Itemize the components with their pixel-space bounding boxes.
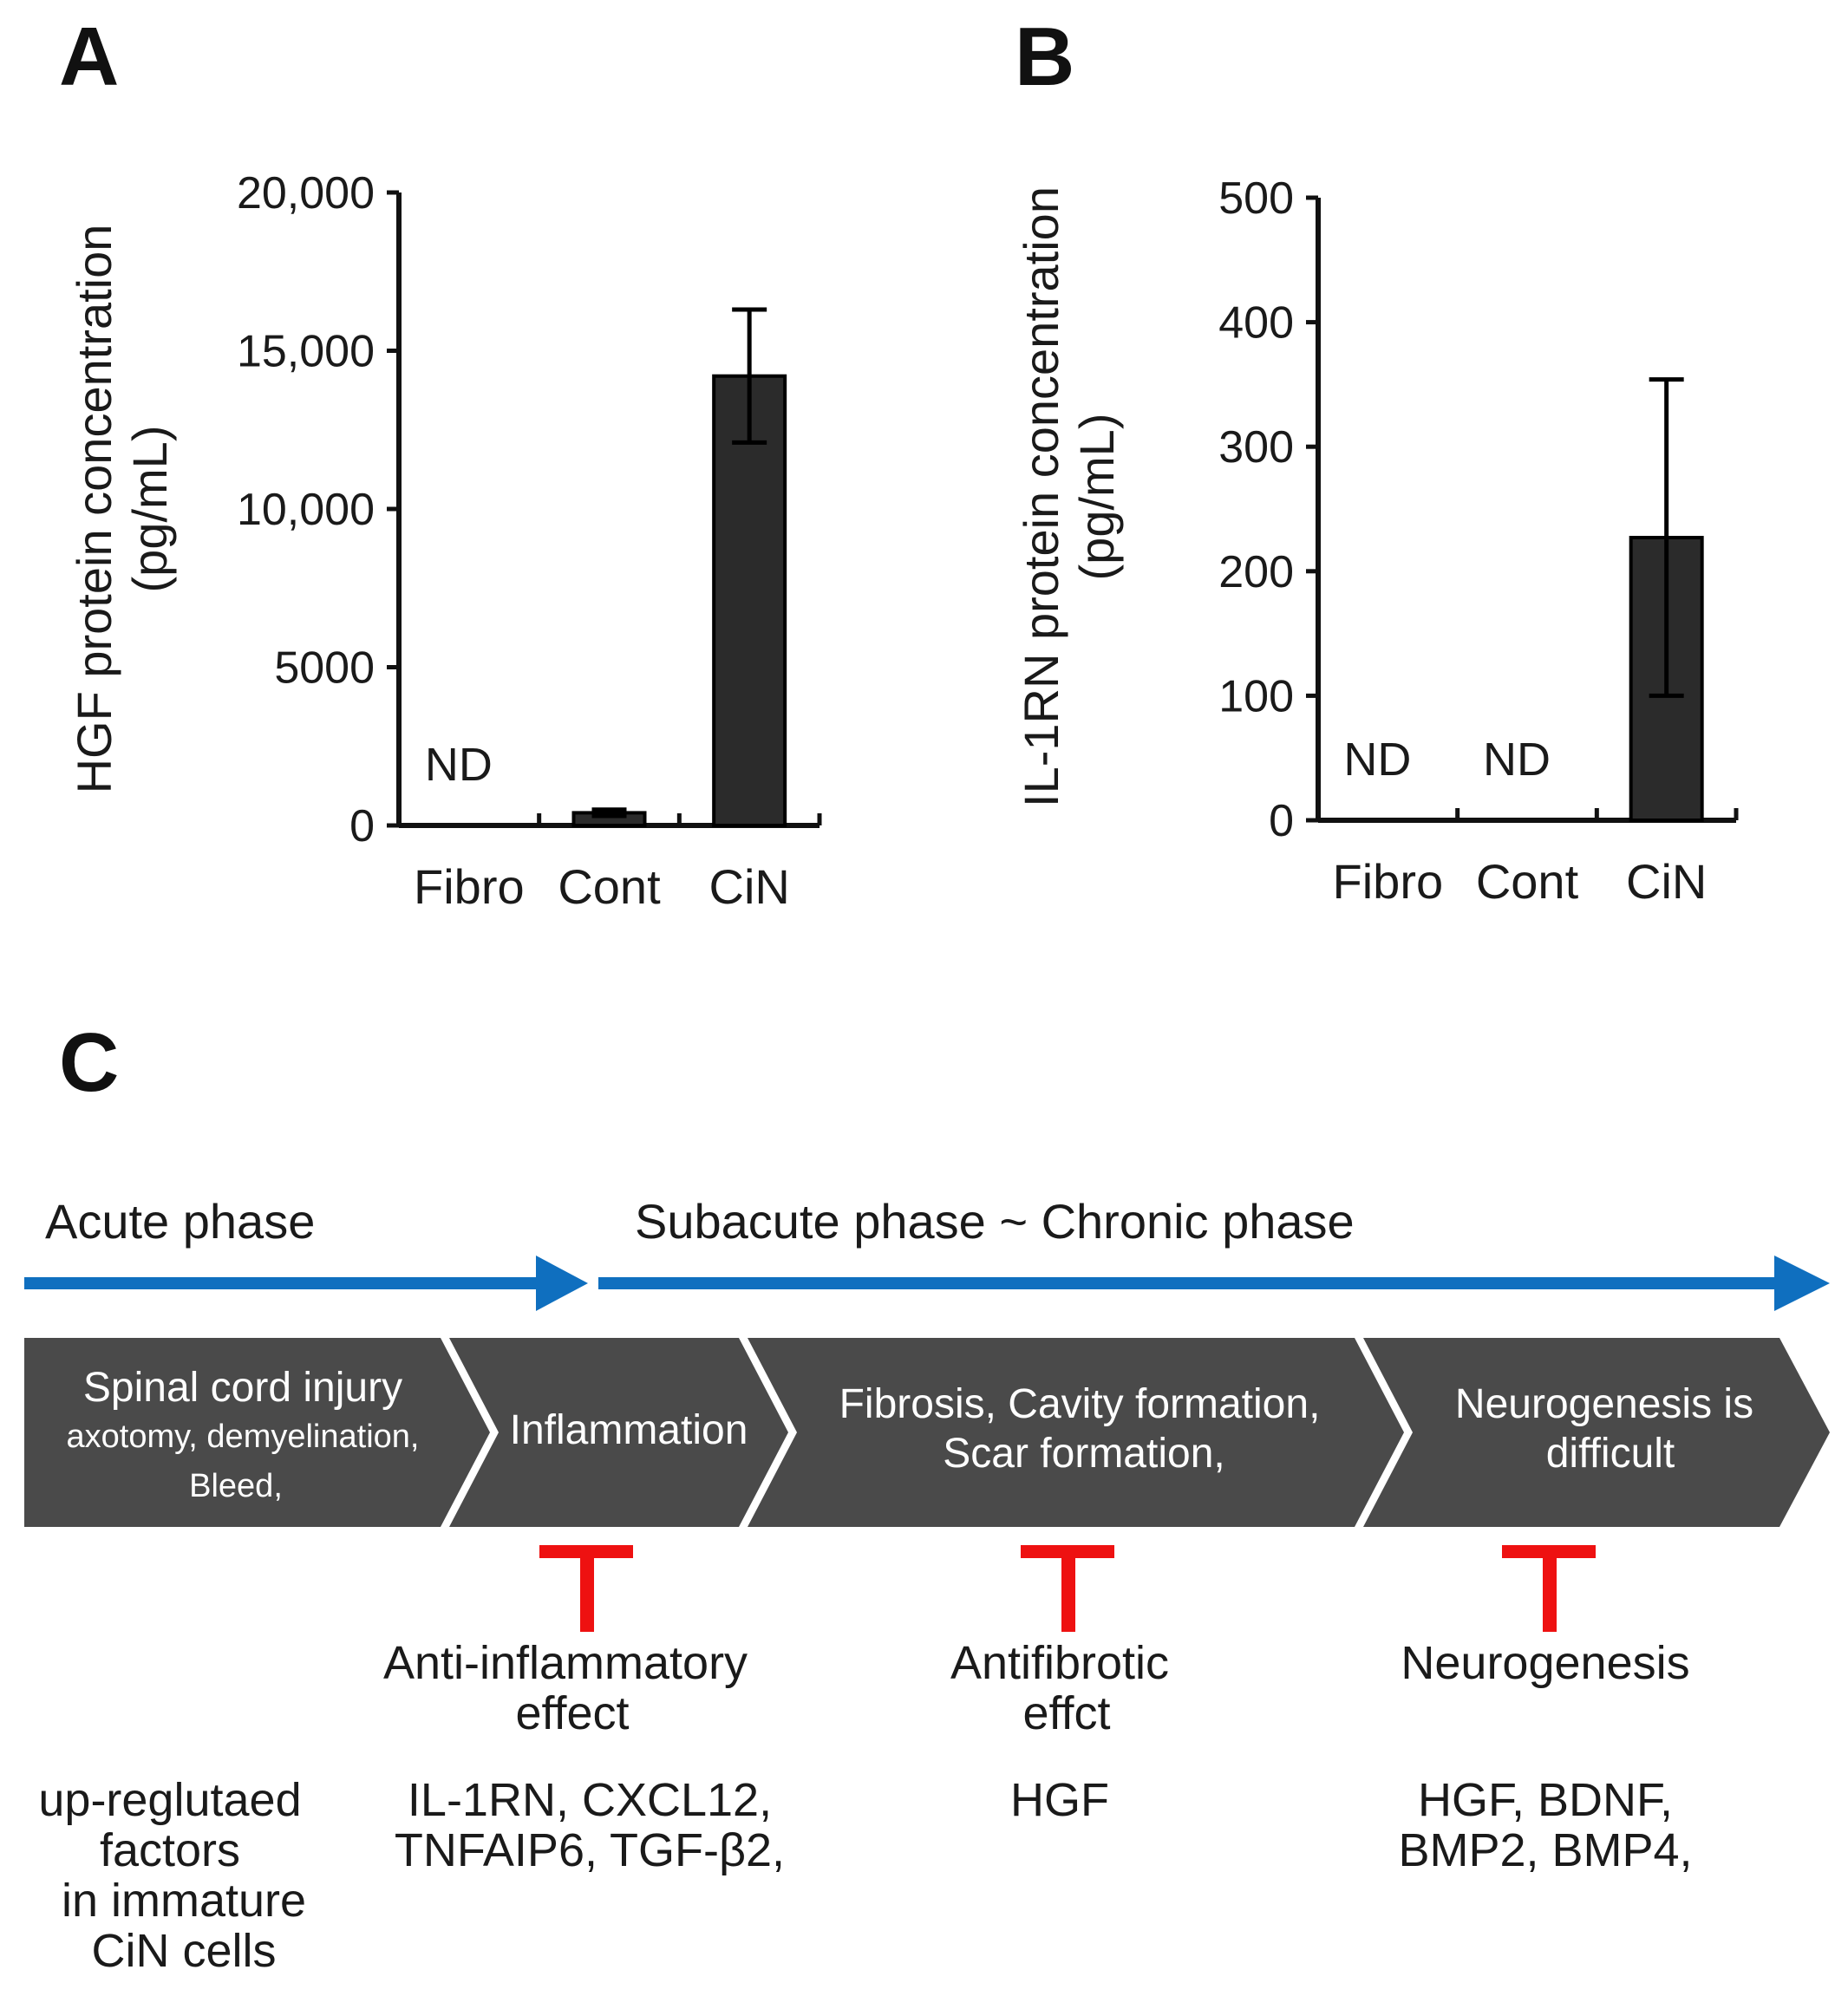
effect-neurogenesis: Neurogenesis	[1401, 1637, 1689, 1689]
effect-antifibrotic: Antifibrotic	[950, 1637, 1169, 1689]
category-label-cin: CiN	[1626, 854, 1707, 909]
acute-phase-arrow	[24, 1256, 588, 1311]
inhibit-inflammation-symbol	[539, 1545, 633, 1632]
factors-label-line-2: factors	[100, 1824, 240, 1876]
chronic-phase-label: Subacute phase ~ Chronic phase	[635, 1194, 1355, 1249]
factors-neurogenesis-2: BMP2, BMP4,	[1398, 1824, 1692, 1876]
effect-antifibrotic-2: effct	[1022, 1687, 1110, 1739]
factors-anti-inflammatory: IL-1RN, CXCL12,	[408, 1774, 772, 1826]
stage-neurogenesis-chevron	[1363, 1338, 1830, 1527]
y-tick-label: 0	[1269, 796, 1294, 846]
y-tick-label: 500	[1218, 173, 1294, 224]
y-tick-label: 10,000	[237, 485, 375, 535]
y-axis-title: IL-1RN protein concentration	[1014, 186, 1068, 807]
nd-annotation: ND	[425, 739, 493, 791]
stage-inflammation-title: Inflammation	[510, 1407, 748, 1453]
category-label-cin: CiN	[709, 859, 790, 914]
error-bar-cin	[732, 307, 767, 445]
panel-label-b: B	[1015, 10, 1075, 103]
effect-anti-inflammatory: Anti-inflammatory	[383, 1637, 748, 1689]
category-label-cont: Cont	[1476, 854, 1579, 909]
y-tick-label: 0	[349, 801, 375, 851]
chronic-phase-arrow	[598, 1256, 1830, 1311]
phase-diagram: Acute phase Subacute phase ~ Chronic pha…	[24, 1194, 1830, 1977]
y-tick-label: 20,000	[237, 168, 375, 219]
stage-neurogenesis-title: Neurogenesis is	[1455, 1381, 1753, 1427]
acute-phase-label: Acute phase	[45, 1194, 315, 1249]
y-axis-title: HGF protein concentration	[67, 225, 121, 794]
stage-neurogenesis-detail: difficult	[1546, 1431, 1675, 1477]
stage-fibrosis-title: Fibrosis, Cavity formation,	[839, 1381, 1321, 1427]
panel-label-a: A	[59, 10, 120, 103]
nd-annotation: ND	[1343, 734, 1411, 786]
inhibit-neurogenesis-block-symbol	[1502, 1545, 1596, 1632]
stage-fibrosis-chevron	[748, 1338, 1404, 1527]
factors-neurogenesis: HGF, BDNF,	[1418, 1774, 1673, 1826]
error-bar-cin	[1649, 377, 1684, 698]
factors-label-line-1: up-reglutaed	[38, 1774, 301, 1826]
y-tick-label: 300	[1218, 422, 1294, 473]
error-bar-cont	[591, 807, 627, 819]
factors-antifibrotic: HGF	[1010, 1774, 1109, 1826]
stage-injury-title: Spinal cord injury	[83, 1365, 402, 1411]
stage-injury-chevron	[24, 1338, 490, 1527]
y-tick-label: 100	[1218, 671, 1294, 721]
category-label-cont: Cont	[558, 859, 661, 914]
y-axis-unit: (pg/mL)	[1069, 414, 1124, 581]
category-label-fibro: Fibro	[1333, 854, 1444, 909]
factors-label-line-3: in immature	[62, 1875, 306, 1927]
inhibit-fibrosis-symbol	[1021, 1545, 1114, 1632]
nd-annotation: ND	[1483, 734, 1551, 786]
bar-cin	[712, 374, 787, 827]
effect-anti-inflammatory-2: effect	[515, 1687, 629, 1739]
stage-injury-detail-2: Bleed,	[189, 1468, 283, 1504]
stage-fibrosis-detail: Scar formation,	[943, 1431, 1224, 1477]
y-tick-label: 200	[1218, 547, 1294, 597]
stage-inflammation-chevron	[449, 1338, 788, 1527]
y-tick-label: 15,000	[237, 327, 375, 377]
y-tick-label: 400	[1218, 298, 1294, 349]
category-label-fibro: Fibro	[414, 859, 525, 914]
y-tick-label: 5000	[274, 643, 375, 694]
factors-anti-inflammatory-2: TNFAIP6, TGF-β2,	[395, 1824, 785, 1876]
panel-label-c: C	[59, 1016, 120, 1109]
y-axis-unit: (pg/mL)	[122, 426, 177, 593]
stage-injury-detail: axotomy, demyelination,	[67, 1419, 420, 1455]
factors-label-line-4: CiN cells	[91, 1925, 276, 1977]
